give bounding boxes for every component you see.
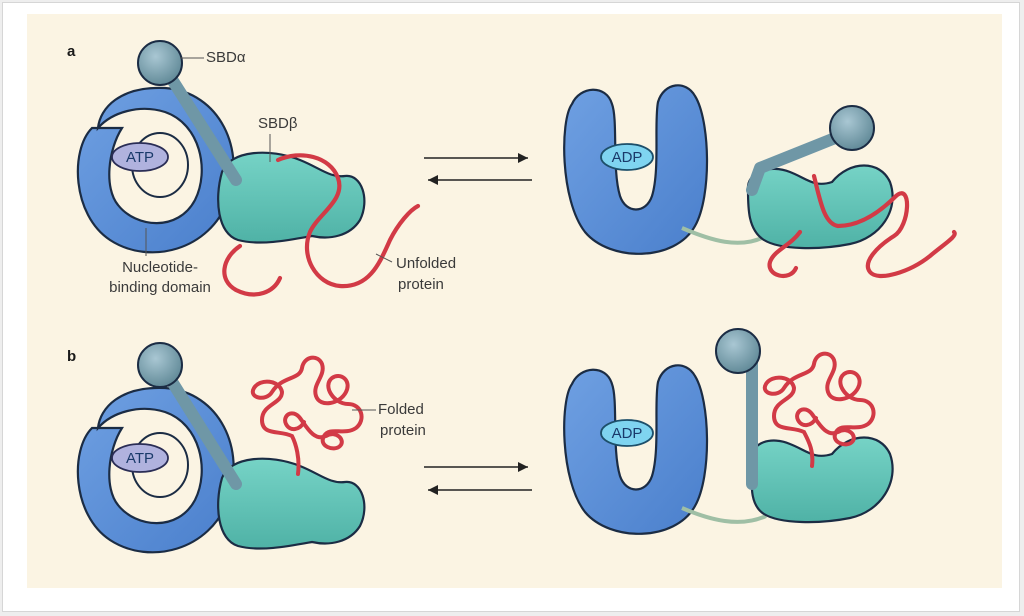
panel-a-letter: a — [67, 43, 76, 60]
adp-molecule-b — [600, 419, 654, 447]
sbd-beta-label: SBDβ — [258, 115, 298, 132]
folded-protein-label-line1: Folded — [378, 401, 424, 418]
folded-protein-bound — [762, 351, 876, 468]
sbd-alpha-lid-b — [137, 342, 183, 388]
folded-protein — [250, 355, 364, 476]
sbd-alpha-lid-stick — [160, 64, 242, 186]
sbd-beta-domain-open-b — [750, 436, 894, 524]
unfolded-protein-label-line2: protein — [398, 276, 444, 293]
panel-b-equilibrium-arrows — [424, 462, 532, 495]
atp-molecule-b — [111, 443, 169, 473]
nucleotide-binding-domain-open-b — [563, 364, 709, 535]
sbd-beta-domain — [217, 151, 366, 244]
unfolded-protein — [222, 153, 421, 297]
atp-label-b: ATP — [126, 450, 154, 467]
panel-b-letter: b — [67, 348, 76, 365]
nucleotide-binding-domain — [76, 86, 235, 254]
sbd-alpha-lid-stick-open — [746, 126, 856, 196]
unfolded-protein-label-line1: Unfolded — [396, 255, 456, 272]
unfolded-protein-bound — [767, 173, 957, 279]
sbd-beta-domain-b — [217, 457, 366, 550]
atp-molecule — [111, 142, 169, 172]
sbd-alpha-lid-open — [829, 105, 875, 151]
nucleotide-domain-label-line1: Nucleotide- — [122, 259, 198, 276]
adp-molecule — [600, 143, 654, 171]
nucleotide-binding-domain-open — [563, 84, 709, 255]
panel-a-atp-state: ATP SBDα SBDβ Nucleotide- binding domain… — [76, 40, 456, 297]
sbd-alpha-lid-stick-b — [160, 366, 242, 490]
atp-label: ATP — [126, 149, 154, 166]
panel-a-adp-state: ADP — [563, 84, 957, 279]
panel-a-equilibrium-arrows — [424, 153, 532, 185]
sbd-alpha-label: SBDα — [206, 49, 246, 66]
panel-b-adp-state: ADP — [563, 328, 894, 535]
panel-b-atp-state: ATP Folded protein — [76, 342, 426, 554]
sbd-alpha-lid — [137, 40, 183, 86]
adp-label: ADP — [612, 149, 643, 166]
adp-label-b: ADP — [612, 425, 643, 442]
nucleotide-domain-label-line2: binding domain — [109, 279, 211, 296]
folded-protein-label-line2: protein — [380, 422, 426, 439]
sbd-alpha-lid-open-b — [715, 328, 761, 374]
